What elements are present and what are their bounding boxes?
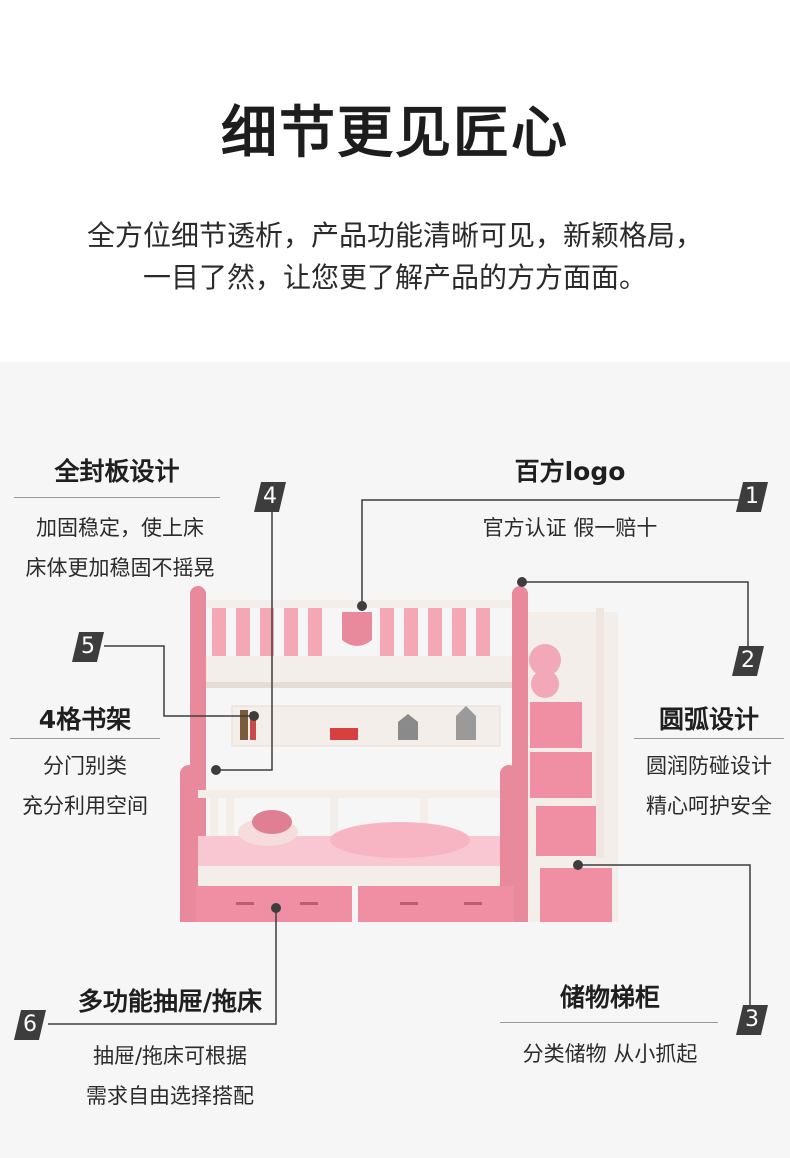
- header-section: 细节更见匠心 全方位细节透析，产品功能清晰可见，新颖格局， 一目了然，让您更了解…: [0, 0, 790, 362]
- feature-2-desc-2: 精心呵护安全: [646, 794, 772, 818]
- feature-panel: [0, 362, 790, 1158]
- feature-4-desc-1: 加固稳定，使上床: [36, 516, 204, 540]
- feature-1-title: 百方logo: [514, 457, 626, 486]
- feature-4-title: 全封板设计: [54, 457, 180, 486]
- feature-6-desc-2: 需求自由选择搭配: [86, 1084, 254, 1108]
- feature-5-divider: [10, 738, 160, 739]
- page-title: 细节更见匠心: [221, 101, 569, 166]
- feature-3-desc: 分类储物 从小抓起: [522, 1042, 698, 1066]
- feature-6-desc-1: 抽屉/拖床可根据: [92, 1044, 248, 1068]
- teddy-bear-icon: [529, 644, 561, 676]
- feature-2-desc-1: 圆润防碰设计: [646, 754, 772, 778]
- shield-logo-icon: [342, 612, 372, 646]
- feature-3-title: 储物梯柜: [559, 983, 660, 1012]
- feature-3-divider: [500, 1022, 718, 1023]
- feature-2-divider: [634, 738, 784, 739]
- feature-5-desc-1: 分门别类: [43, 754, 127, 778]
- feature-4-desc-2: 床体更加稳固不摇晃: [25, 556, 215, 580]
- feature-5-desc-2: 充分利用空间: [22, 794, 148, 818]
- feature-4-divider: [14, 497, 220, 498]
- feature-2-title: 圆弧设计: [658, 705, 759, 734]
- subtitle-line-2: 一目了然，让您更了解产品的方方面面。: [142, 261, 647, 294]
- subtitle-line-1: 全方位细节透析，产品功能清晰可见，新颖格局，: [86, 219, 703, 252]
- feature-1-desc: 官方认证 假一赔十: [482, 516, 658, 540]
- feature-5-title: 4格书架: [38, 705, 132, 734]
- feature-6-title: 多功能抽屉/拖床: [77, 987, 263, 1016]
